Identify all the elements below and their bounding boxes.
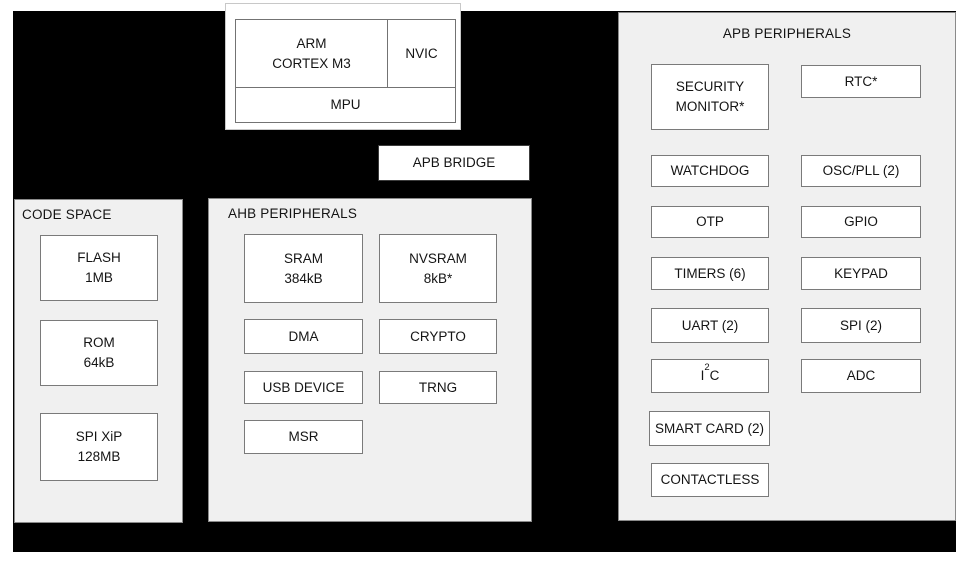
block-gpio: GPIO xyxy=(801,206,921,238)
keypad-label: KEYPAD xyxy=(834,265,888,281)
cpu-panel: ARM CORTEX M3 NVIC MPU xyxy=(225,3,461,130)
rom-line2: 64kB xyxy=(83,355,115,370)
spi-label: SPI (2) xyxy=(839,317,882,333)
gpio-label: GPIO xyxy=(844,214,878,229)
block-arm-cortex-m3: ARM CORTEX M3 xyxy=(235,19,388,88)
timers-label: TIMERS (6) xyxy=(674,265,746,281)
apb-peripherals-panel: APB PERIPHERALS SECURITY MONITOR* RTC* W… xyxy=(618,12,956,521)
block-i2c: I2C xyxy=(651,359,769,393)
apb-bridge-label: APB BRIDGE xyxy=(412,155,496,170)
sram-line2: 384kB xyxy=(284,270,323,286)
otp-label: OTP xyxy=(696,214,724,229)
ahb-peripherals-panel: AHB PERIPHERALS SRAM 384kB NVSRAM 8kB* D… xyxy=(208,198,532,522)
mpu-label: MPU xyxy=(330,97,361,112)
block-rom: ROM 64kB xyxy=(40,320,158,386)
block-watchdog: WATCHDOG xyxy=(651,155,769,187)
block-smart-card: SMART CARD (2) xyxy=(649,411,770,446)
rtc-label: RTC* xyxy=(844,73,878,89)
block-mpu: MPU xyxy=(235,87,456,123)
block-nvsram: NVSRAM 8kB* xyxy=(379,234,497,303)
block-contactless: CONTACTLESS xyxy=(651,463,769,497)
sram-line1: SRAM xyxy=(283,250,323,266)
block-usb-device: USB DEVICE xyxy=(244,371,363,404)
block-otp: OTP xyxy=(651,206,769,238)
security-monitor-line2: MONITOR* xyxy=(675,99,745,114)
block-apb-bridge: APB BRIDGE xyxy=(378,145,530,181)
block-rtc: RTC* xyxy=(801,65,921,98)
contactless-label: CONTACTLESS xyxy=(660,472,760,487)
trng-label: TRNG xyxy=(418,379,458,395)
i2c-label: I2C xyxy=(700,361,720,383)
ahb-peripherals-title: AHB PERIPHERALS xyxy=(228,206,358,221)
block-trng: TRNG xyxy=(379,371,497,404)
spi-xip-line2: 128MB xyxy=(77,449,121,464)
block-security-monitor: SECURITY MONITOR* xyxy=(651,64,769,130)
dma-label: DMA xyxy=(288,328,319,344)
block-uart: UART (2) xyxy=(651,308,769,343)
block-dma: DMA xyxy=(244,319,363,354)
block-timers: TIMERS (6) xyxy=(651,257,769,290)
usb-device-label: USB DEVICE xyxy=(262,379,345,395)
block-adc: ADC xyxy=(801,359,921,393)
nvsram-line2: 8kB* xyxy=(423,270,453,286)
block-nvic: NVIC xyxy=(387,19,456,88)
smart-card-label: SMART CARD (2) xyxy=(654,420,764,436)
block-msr: MSR xyxy=(244,420,363,454)
spi-xip-line1: SPI XiP xyxy=(75,429,123,444)
msr-label: MSR xyxy=(288,429,319,444)
code-space-panel: CODE SPACE FLASH 1MB ROM 64kB SPI XiP 12… xyxy=(14,199,183,523)
crypto-label: CRYPTO xyxy=(410,328,466,344)
nvic-label: NVIC xyxy=(405,45,438,61)
block-spi-xip: SPI XiP 128MB xyxy=(40,413,158,481)
uart-label: UART (2) xyxy=(681,317,739,333)
code-space-title: CODE SPACE xyxy=(22,207,112,222)
security-monitor-line1: SECURITY xyxy=(675,79,745,94)
block-flash: FLASH 1MB xyxy=(40,235,158,301)
arm-core-line1: ARM xyxy=(296,35,327,51)
apb-peripherals-title: APB PERIPHERALS xyxy=(722,26,852,41)
rom-line1: ROM xyxy=(83,335,115,350)
nvsram-line1: NVSRAM xyxy=(409,250,467,266)
arm-core-line2: CORTEX M3 xyxy=(272,55,351,71)
flash-line1: FLASH xyxy=(77,250,121,265)
osc-pll-label: OSC/PLL (2) xyxy=(822,163,900,178)
block-sram: SRAM 384kB xyxy=(244,234,363,303)
block-osc-pll: OSC/PLL (2) xyxy=(801,155,921,187)
flash-line2: 1MB xyxy=(85,270,113,285)
block-crypto: CRYPTO xyxy=(379,319,497,354)
block-keypad: KEYPAD xyxy=(801,257,921,290)
watchdog-label: WATCHDOG xyxy=(670,163,750,178)
block-spi: SPI (2) xyxy=(801,308,921,343)
adc-label: ADC xyxy=(846,368,876,383)
